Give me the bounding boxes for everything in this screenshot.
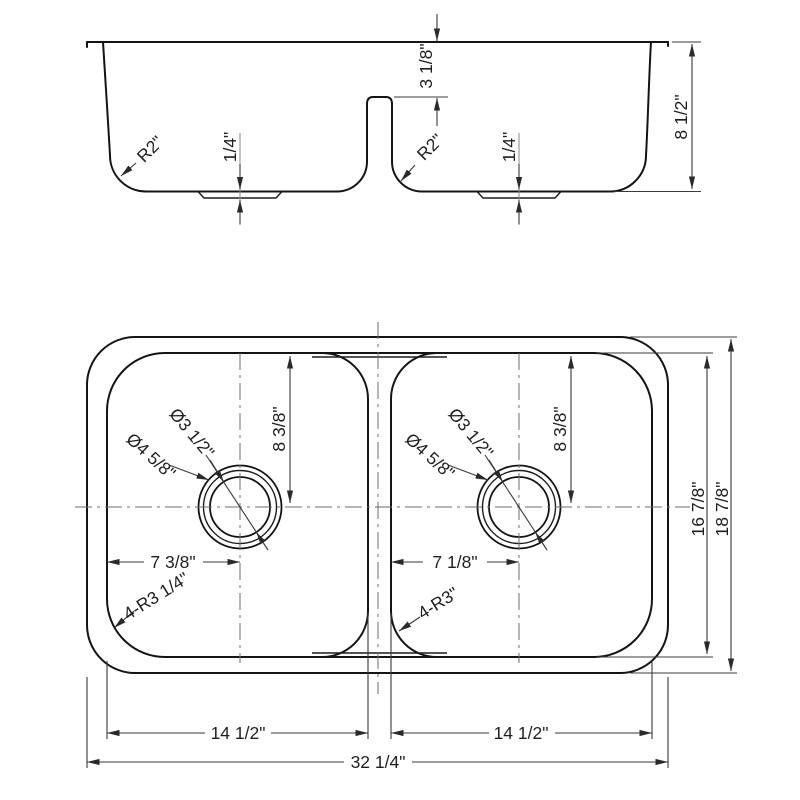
dim-drain-outer-dia-right: Ø4 5/8" [401, 429, 458, 483]
left-drain-dia-arrow-lower [255, 531, 269, 551]
dim-overall-front-to-back: 18 7/8" [712, 482, 732, 537]
dim-bowl-width-left: 14 1/2" [211, 723, 266, 743]
section-bowl-profile [102, 41, 652, 193]
dim-corner-radius-left: 4-R3 1/4" [120, 568, 193, 624]
dim-bowl-width-right: 14 1/2" [494, 723, 549, 743]
plan-view: 8 3/8" 8 3/8" Ø3 1/2" Ø4 5/8" Ø3 1/2" Ø4… [75, 322, 737, 772]
dim-recess-left: 1/4" [220, 132, 240, 163]
dim-bottom-radius-left: R2" [133, 132, 167, 166]
right-corner-radius-leader [398, 616, 421, 632]
radius-leader-divider [400, 164, 416, 182]
dim-drain-inner-dia-left: Ø3 1/2" [165, 404, 218, 462]
dim-drain-from-side-right: 7 1/8" [432, 552, 477, 572]
dim-drain-outer-dia-left: Ø4 5/8" [122, 429, 179, 483]
dim-corner-radius-right: 4-R3" [414, 583, 462, 623]
right-drain-dia-arrow-lower [534, 531, 548, 551]
dim-recess-right: 1/4" [499, 132, 519, 163]
radius-leader-left [120, 162, 137, 177]
dim-drain-from-back-right: 8 3/8" [550, 406, 570, 451]
dim-drain-from-side-left: 7 3/8" [150, 552, 195, 572]
left-drain-dia-arrow-upper [209, 459, 225, 483]
dim-bottom-radius-divider: R2" [413, 130, 447, 164]
plan-left-bowl [106, 352, 369, 658]
dim-drain-from-back-left: 8 3/8" [269, 406, 289, 451]
dim-overall-width: 32 1/4" [351, 752, 406, 772]
left-drain-outer-leader [168, 464, 210, 481]
dim-bowl-front-to-back: 16 7/8" [688, 482, 708, 537]
dim-divider-height: 3 1/8" [416, 43, 436, 88]
dim-overall-depth: 8 1/2" [671, 94, 691, 139]
left-corner-radius-leader [113, 610, 135, 629]
dim-drain-inner-dia-right: Ø3 1/2" [444, 404, 497, 462]
right-drain-outer-leader [447, 464, 489, 481]
section-view: 3 1/8" 8 1/2" 1/4" 1/4" R2" R2" [86, 14, 701, 225]
right-drain-dia-arrow-upper [488, 459, 504, 483]
